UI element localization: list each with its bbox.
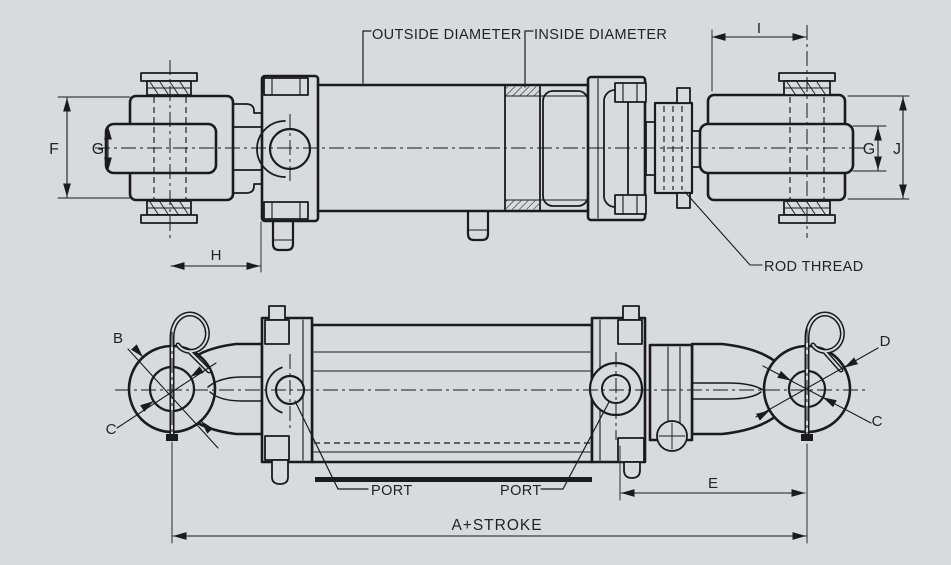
port-boss-rod [466, 209, 490, 242]
centerlines-vertical-bottom [171, 328, 808, 440]
dim-label-I: I [757, 20, 761, 37]
tie-rod-nut [614, 82, 647, 103]
dim-label-C-right: C [872, 413, 883, 430]
label-rod-thread: ROD THREAD [764, 259, 864, 275]
clevis-pin-washer [140, 72, 198, 82]
tie-rod-nut [264, 319, 290, 345]
tie-rod-nut [617, 319, 643, 345]
tie-rod-nut [264, 435, 290, 461]
bottom-view-cylinder: B C D C PORT PORT E A+STROKE [106, 305, 891, 544]
tie-rod-bar [315, 477, 592, 482]
dimensions-bottom-view [116, 344, 879, 544]
label-a-plus-stroke: A+STROKE [451, 517, 542, 534]
port-boss-cap [271, 219, 295, 252]
dim-label-J: J [893, 141, 901, 158]
dimensions-top-view [57, 29, 910, 273]
tie-rod-nut [614, 194, 647, 215]
tie-rod-nut [617, 437, 645, 463]
leader-rod-thread [684, 191, 763, 266]
label-port-right: PORT [500, 483, 542, 499]
clevis-pin-washer [140, 214, 198, 224]
section-hatch-top [506, 86, 539, 96]
dim-label-G-left: G [92, 141, 104, 158]
centerlines-vertical-top [169, 25, 808, 238]
top-view-cylinder: OUTSIDE DIAMETER INSIDE DIAMETER I F G G… [49, 20, 910, 275]
cap-clevis-ring [127, 311, 264, 441]
section-hatch-bottom [506, 200, 539, 210]
dim-label-F: F [49, 141, 59, 158]
dim-label-H: H [211, 247, 222, 264]
label-port-left: PORT [371, 483, 413, 499]
dim-label-C-left: C [106, 421, 117, 438]
cylinder-tube-bottom [310, 323, 594, 482]
leader-port-left [294, 400, 369, 490]
dim-label-G-right: G [863, 141, 875, 158]
leader-inside-diameter [524, 30, 534, 88]
leader-outside-diameter [362, 30, 372, 84]
label-inside-diameter: INSIDE DIAMETER [534, 27, 667, 43]
label-outside-diameter: OUTSIDE DIAMETER [372, 27, 522, 43]
leader-port-right [540, 401, 610, 490]
dim-label-B: B [113, 330, 123, 347]
dim-label-E: E [708, 475, 718, 492]
rod-clevis-ring [648, 311, 852, 452]
dim-label-D: D [880, 333, 891, 350]
